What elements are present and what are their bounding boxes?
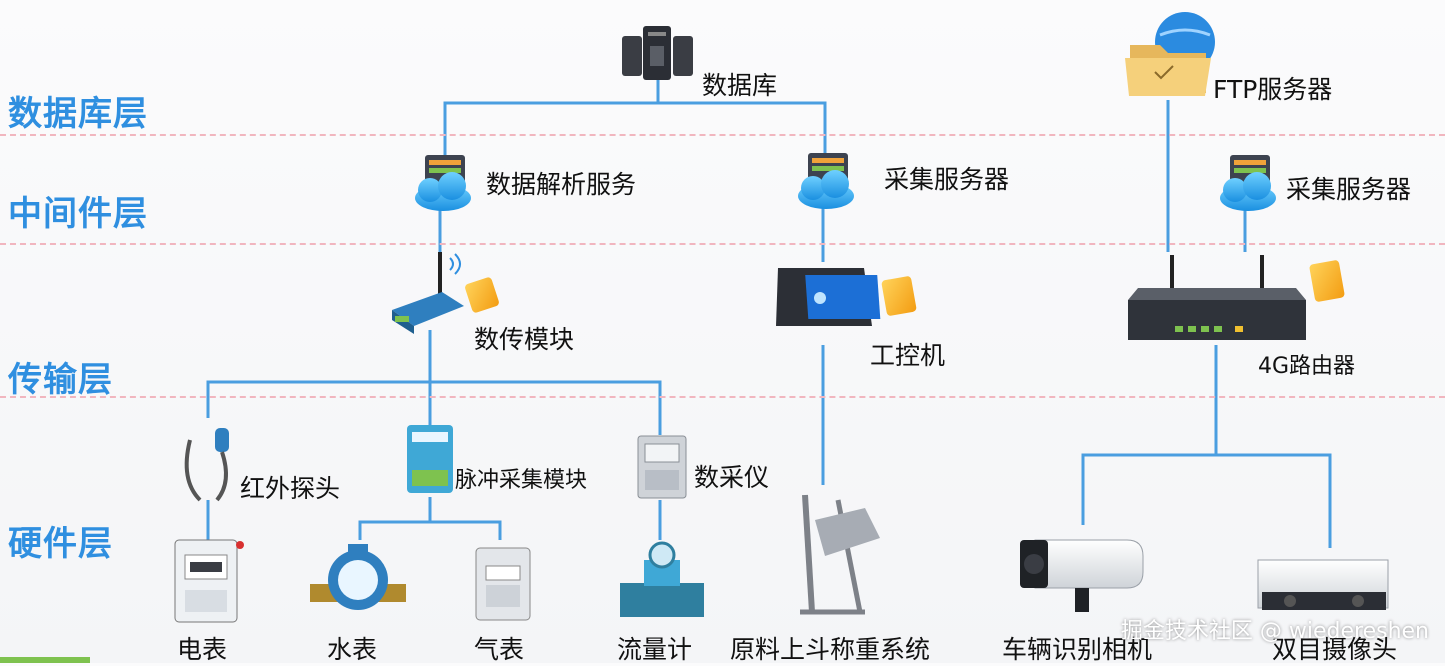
watermark-text: 掘金技术社区 @ wiedereshen — [1120, 619, 1429, 644]
node-label-database: 数据库 — [702, 71, 778, 100]
node-label-flow-meter: 流量计 — [617, 635, 693, 664]
accent-bar — [0, 657, 90, 663]
data-collector-icon — [637, 435, 687, 499]
node-label-ftp-server: FTP服务器 — [1213, 75, 1333, 104]
dtu-module-icon — [392, 252, 464, 334]
layer-label-hardware: 硬件层 — [8, 524, 113, 564]
gas-meter-icon — [475, 547, 531, 621]
hopper-scale-icon — [800, 494, 880, 615]
node-label-dtu-module: 数传模块 — [474, 325, 575, 354]
node-label-ir-probe: 红外探头 — [240, 474, 341, 503]
sim-card-icon-2 — [881, 276, 917, 316]
divider-db-middleware — [0, 134, 1445, 136]
layer-label-transport: 传输层 — [8, 360, 113, 400]
node-label-parse-service: 数据解析服务 — [486, 170, 637, 199]
node-label-hopper-scale: 原料上斗称重系统 — [730, 635, 931, 664]
router-4g-icon — [1128, 255, 1306, 340]
ir-probe-icon — [184, 428, 229, 502]
node-label-pulse-module: 脉冲采集模块 — [455, 468, 588, 493]
connector-pulse-to-gas — [430, 520, 502, 540]
node-label-ipc: 工控机 — [870, 341, 946, 370]
water-meter-icon — [310, 544, 406, 610]
node-label-binocular-camera: 双目摄像头 — [1272, 635, 1398, 664]
node-label-plate-camera: 车辆识别相机 — [1002, 635, 1153, 664]
flow-meter-icon — [620, 541, 704, 617]
database-server-icon — [622, 26, 693, 80]
node-label-gas-meter: 气表 — [474, 635, 525, 664]
node-label-data-collector: 数采仪 — [694, 463, 770, 492]
divider-transport-hardware — [0, 396, 1445, 398]
connectors — [206, 80, 1332, 548]
ipc-tablet-icon — [776, 268, 881, 326]
connector-pulse-to-meters — [358, 497, 432, 540]
collect-server-1-cloud-icon — [798, 153, 854, 209]
divider-middleware-transport — [0, 243, 1445, 245]
electric-meter-icon — [174, 539, 244, 623]
collect-server-2-cloud-icon — [1220, 155, 1276, 211]
node-label-water-meter: 水表 — [327, 635, 378, 664]
layer-label-middleware: 中间件层 — [8, 194, 148, 234]
connector-camera-bus — [1081, 453, 1332, 548]
layer-label-database: 数据库层 — [8, 94, 148, 134]
binocular-camera-icon — [1257, 559, 1389, 610]
ftp-folder-icon — [1125, 12, 1215, 96]
sim-card-icon-3 — [1309, 260, 1345, 302]
node-label-collect-server-1: 采集服务器 — [884, 165, 1010, 194]
node-label-electric-meter: 电表 — [177, 635, 228, 664]
node-label-router-4g: 4G路由器 — [1258, 354, 1356, 379]
connector-transport-bus — [206, 380, 662, 435]
node-label-collect-server-2: 采集服务器 — [1286, 175, 1412, 204]
pulse-module-icon — [407, 425, 453, 493]
plate-camera-icon — [1020, 539, 1144, 612]
parse-service-cloud-icon — [415, 155, 471, 211]
sim-card-icon — [465, 277, 499, 313]
connector-db-to-middleware — [443, 101, 827, 160]
